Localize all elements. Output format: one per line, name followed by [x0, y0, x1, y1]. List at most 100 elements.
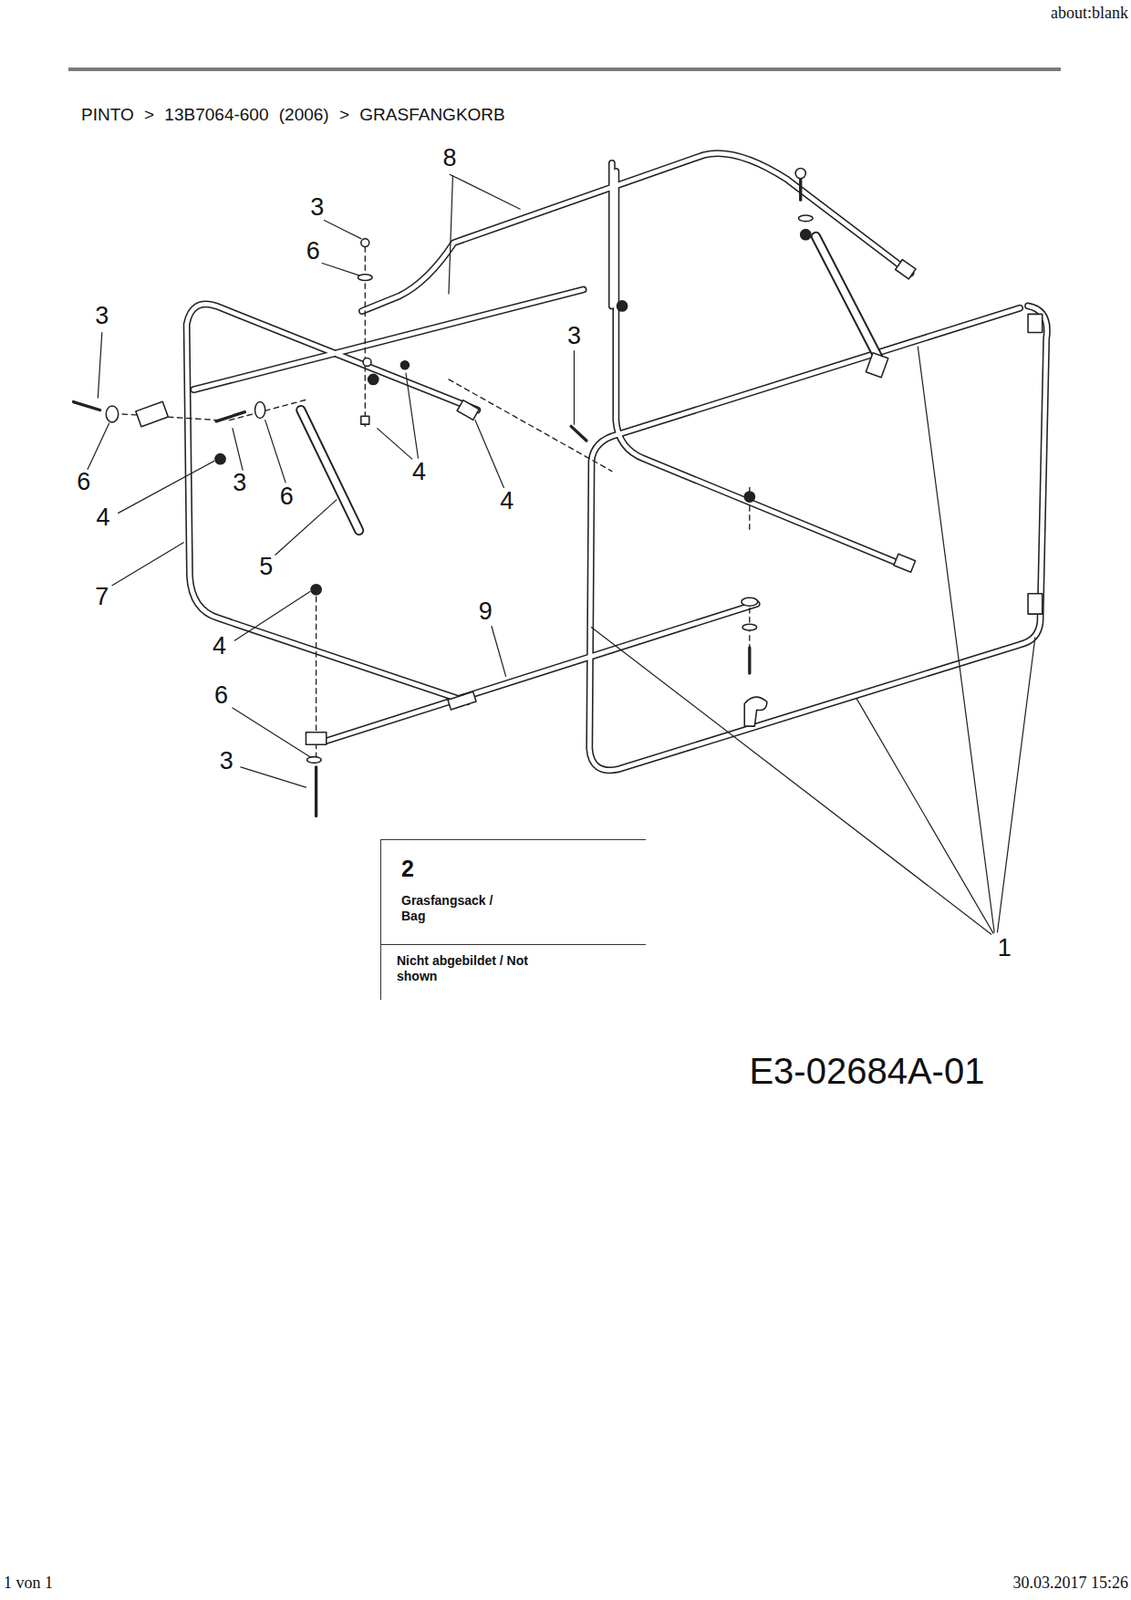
leader-line: [997, 637, 1036, 933]
hardware: [616, 300, 627, 312]
hardware: [895, 259, 916, 280]
callout-number: 8: [443, 145, 457, 174]
hardware: [744, 491, 755, 502]
tube-fill: [186, 303, 478, 702]
leader-line: [87, 174, 1036, 934]
hardware: [307, 757, 322, 764]
assembly-line: [229, 399, 307, 420]
callout-number: 4: [212, 632, 227, 661]
assembly-line: [448, 379, 613, 472]
hardware: [741, 597, 758, 606]
callout-number: 3: [310, 194, 324, 223]
callout-number: 4: [499, 487, 514, 517]
leader-line: [856, 698, 994, 934]
hardware: [135, 401, 169, 427]
leader-line: [573, 351, 575, 426]
tube-fill: [615, 171, 908, 568]
leader-line: [234, 591, 311, 642]
callout-number: 5: [259, 552, 273, 582]
hardware: [456, 400, 479, 421]
callout-number: 7: [94, 583, 109, 613]
tube-fill: [186, 153, 1048, 770]
hardware: [1027, 313, 1043, 333]
leader-line: [405, 373, 418, 458]
hardware: [105, 405, 118, 423]
strut-fill: [300, 236, 880, 530]
tube-fill: [324, 603, 758, 742]
leader-line: [87, 423, 109, 469]
hardware: [742, 623, 758, 631]
callout-number: 6: [76, 467, 91, 497]
callout-number: 9: [478, 597, 493, 626]
header-rule: [68, 67, 1061, 72]
callout-number: 6: [214, 681, 229, 710]
hardware: [216, 412, 245, 422]
leader-line: [97, 332, 102, 399]
strut-fill: [300, 409, 360, 530]
leader-line: [232, 428, 243, 471]
tube-outline: [186, 303, 478, 702]
leader-line: [232, 707, 311, 758]
hardware: [73, 167, 1043, 816]
tube-fill: [362, 153, 912, 312]
leader-line: [448, 175, 453, 294]
leader-line: [491, 626, 507, 677]
leader-line: [321, 262, 359, 275]
part-number: 2: [401, 854, 415, 882]
leader-line: [475, 420, 504, 488]
hardware: [361, 238, 370, 248]
callout-number: 4: [412, 457, 426, 487]
frame-drawing: [73, 153, 1048, 934]
hardware: [314, 767, 318, 817]
part-note-box: 2Grasfangsack / BagNicht abgebildet / No…: [380, 839, 646, 1000]
tube-fill: [589, 305, 1048, 770]
tube-outline: [362, 153, 912, 312]
strut-outline: [300, 236, 880, 530]
hardware: [865, 352, 888, 378]
strut-outline: [300, 409, 360, 530]
leader-line: [265, 420, 286, 483]
leader-line: [449, 174, 520, 209]
hardware: [800, 229, 811, 240]
leader-line: [917, 346, 995, 933]
tube-outline: [615, 171, 908, 568]
hardware: [744, 696, 768, 727]
hardware: [73, 402, 101, 411]
hardware: [795, 167, 806, 178]
assembly-line: [122, 247, 750, 758]
callout-number: 3: [567, 321, 582, 351]
tube-outline: [589, 305, 1048, 770]
hardware: [570, 425, 587, 441]
part-note: Grasfangsack / Bag: [401, 892, 513, 924]
hardware: [1027, 593, 1043, 614]
drawing-code: E3-02684A-01: [748, 1049, 985, 1092]
callout-number: 6: [306, 238, 321, 267]
browser-header: about:blank: [1050, 3, 1129, 23]
leader-line: [377, 428, 413, 460]
table-rule: [381, 944, 646, 945]
leader-line: [118, 460, 215, 513]
callout-number: 3: [94, 301, 109, 331]
callout-number: 3: [219, 747, 234, 777]
hardware: [747, 647, 751, 674]
leader-line: [324, 220, 362, 239]
hardware: [311, 584, 322, 595]
hardware: [798, 179, 802, 200]
breadcrumb-title: PINTO > 13B7064-600 (2006) > GRASFANGKOR…: [81, 104, 506, 125]
leader-line: [591, 627, 992, 935]
strut-fill: [815, 236, 879, 359]
callout-number: 6: [280, 482, 294, 511]
hardware: [255, 402, 266, 419]
page-count: 1 von 1: [3, 1573, 53, 1593]
strut-outline: [815, 236, 879, 359]
part-note: Nicht abgebildet / Not shown: [396, 953, 534, 985]
hardware: [363, 357, 372, 366]
hardware: [447, 691, 477, 710]
tube-outline: [324, 603, 758, 742]
hardware: [400, 361, 409, 370]
hardware: [368, 373, 379, 384]
hardware: [357, 274, 373, 281]
